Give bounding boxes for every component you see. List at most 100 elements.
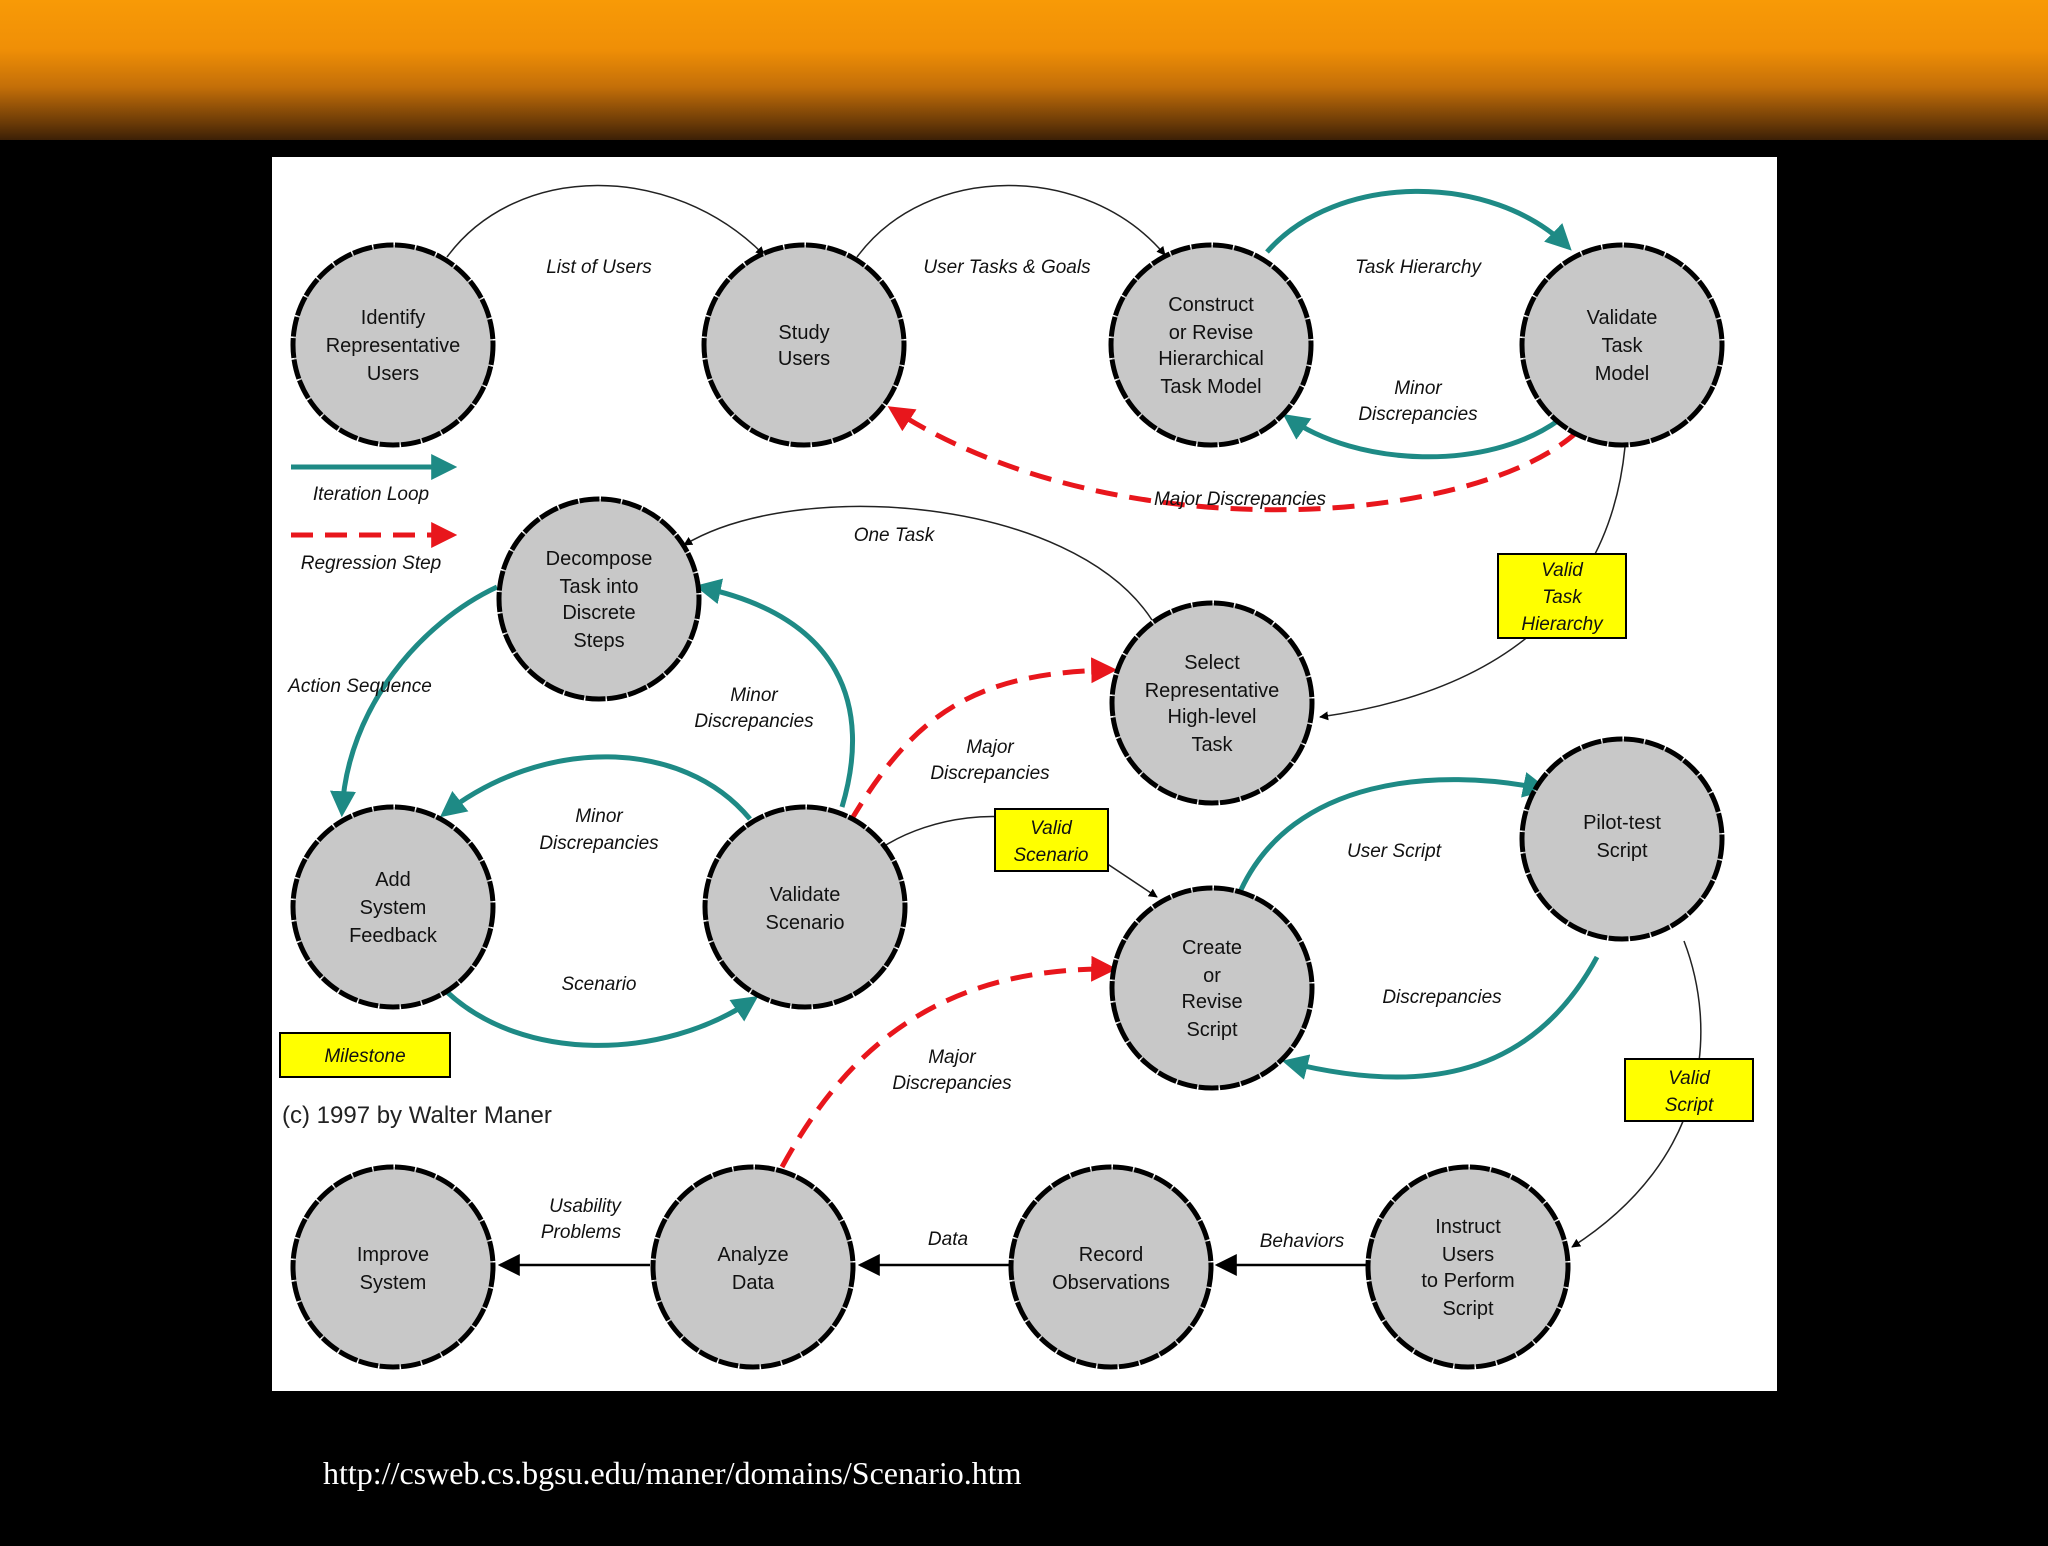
node-create-script: Create or Revise Script <box>1109 885 1315 1091</box>
node-label: to Perform <box>1421 1270 1514 1292</box>
edge-label-data: Data <box>928 1229 968 1250</box>
node-label: Record <box>1079 1244 1143 1266</box>
node-label: Observations <box>1052 1272 1170 1294</box>
loop-minor-discrepancies-decompose <box>694 578 855 808</box>
node-label: Users <box>367 363 419 385</box>
milestone-valid-task-hierarchy: Valid Task Hierarchy <box>1497 553 1627 639</box>
node-label: or Revise <box>1169 322 1253 344</box>
node-construct-model: Construct or Revise Hierarchical Task Mo… <box>1108 242 1314 448</box>
milestone-label: Scenario <box>1014 845 1089 866</box>
legend-regression-label: Regression Step <box>301 553 441 574</box>
node-label: Script <box>1186 1019 1238 1041</box>
node-label: Representative <box>1145 680 1280 702</box>
edge-label-minor-discrepancies: Minor <box>730 685 778 706</box>
edge-label-usability-problems: Usability <box>549 1196 622 1217</box>
milestone-label: Valid <box>1668 1068 1711 1089</box>
node-label: Users <box>1442 1244 1494 1266</box>
node-pilot-test: Pilot-test Script <box>1519 736 1725 942</box>
milestone-label: Valid <box>1541 560 1584 581</box>
node-label: Pilot-test <box>1583 812 1661 834</box>
node-identify-users: Identify Representative Users <box>290 242 496 448</box>
slide-header-bar <box>0 0 2048 140</box>
node-label: Task Model <box>1160 376 1261 398</box>
node-label: Discrete <box>562 602 635 624</box>
edge-user-tasks-goals <box>856 184 1166 258</box>
loop-minor-discrepancies-feedback <box>439 754 752 821</box>
edge-label-minor-discrepancies: Minor <box>575 806 623 827</box>
node-label: Scenario <box>766 912 845 934</box>
milestone-valid-scenario: Valid Scenario <box>994 808 1109 872</box>
loop-minor-discrepancies-model <box>1282 413 1561 460</box>
node-label: Model <box>1595 363 1649 385</box>
edge-label-minor-discrepancies: Discrepancies <box>694 711 814 732</box>
edge-label-user-script: User Script <box>1347 841 1442 862</box>
node-add-feedback: Add System Feedback <box>290 804 496 1010</box>
edge-label-minor-discrepancies: Minor <box>1394 378 1442 399</box>
milestone-legend: Milestone <box>279 1032 451 1078</box>
source-url: http://csweb.cs.bgsu.edu/maner/domains/S… <box>323 1455 1022 1491</box>
node-label: Task into <box>560 576 639 598</box>
node-label: Script <box>1596 840 1648 862</box>
node-validate-model: Validate Task Model <box>1519 242 1725 448</box>
node-improve-system: Improve System <box>290 1164 496 1370</box>
edge-label-behaviors: Behaviors <box>1260 1231 1345 1252</box>
node-label: Select <box>1184 652 1240 674</box>
node-label: Study <box>778 322 829 344</box>
node-label: High-level <box>1168 706 1257 728</box>
edge-label-discrepancies: Discrepancies <box>1382 987 1502 1008</box>
node-label: System <box>360 897 427 919</box>
scenario-diagram-panel: Identify Representative Users Study User… <box>272 157 1777 1391</box>
edge-label-major-discrepancies: Major <box>928 1047 976 1068</box>
edge-list-of-users <box>446 184 765 258</box>
loop-action-sequence <box>330 584 499 818</box>
edge-label-user-tasks-goals: User Tasks & Goals <box>923 257 1091 278</box>
legend-regression-step: Regression Step <box>291 522 458 574</box>
legend-iteration-label: Iteration Loop <box>313 484 429 505</box>
node-select-task: Select Representative High-level Task <box>1109 600 1315 806</box>
edge-label-minor-discrepancies: Discrepancies <box>539 833 659 854</box>
node-label: Analyze <box>717 1244 788 1266</box>
loop-scenario <box>445 990 759 1048</box>
node-label: Identify <box>361 307 425 329</box>
loop-user-script <box>1237 772 1550 894</box>
node-analyze-data: Analyze Data <box>650 1164 856 1370</box>
milestone-label: Task <box>1542 587 1583 608</box>
edge-label-scenario: Scenario <box>562 974 637 995</box>
milestone-legend-label: Milestone <box>324 1046 405 1067</box>
node-label: Validate <box>770 884 841 906</box>
node-decompose-task: Decompose Task into Discrete Steps <box>496 496 702 702</box>
node-instruct-users: Instruct Users to Perform Script <box>1365 1164 1571 1370</box>
node-label: Data <box>732 1272 775 1294</box>
node-label: Script <box>1442 1298 1494 1320</box>
regression-major-discrepancies-model <box>887 406 1579 513</box>
edge-label-one-task: One Task <box>854 525 936 546</box>
milestone-valid-script: Valid Script <box>1624 1058 1754 1122</box>
node-label: or <box>1203 965 1221 987</box>
edge-one-task <box>683 505 1153 621</box>
node-label: Representative <box>326 335 461 357</box>
loop-task-hierarchy <box>1265 188 1572 254</box>
node-label: Revise <box>1181 991 1242 1013</box>
node-label: Instruct <box>1435 1216 1501 1238</box>
copyright-text: (c) 1997 by Walter Maner <box>282 1102 552 1129</box>
regression-major-discrepancies-scenario <box>847 657 1118 824</box>
node-label: Validate <box>1587 307 1658 329</box>
node-label: Task <box>1601 335 1643 357</box>
node-label: Feedback <box>349 925 438 947</box>
node-label: Users <box>778 348 830 370</box>
edge-label-task-hierarchy: Task Hierarchy <box>1355 257 1483 278</box>
loop-discrepancies <box>1281 955 1600 1080</box>
node-label: Create <box>1182 937 1242 959</box>
node-label: System <box>360 1272 427 1294</box>
node-validate-scenario: Validate Scenario <box>702 804 908 1010</box>
node-study-users: Study Users <box>701 242 907 448</box>
milestone-label: Valid <box>1030 818 1073 839</box>
edge-label-usability-problems: Problems <box>541 1222 622 1243</box>
edge-label-major-discrepancies: Discrepancies <box>930 763 1050 784</box>
node-label: Construct <box>1168 294 1254 316</box>
edge-label-major-discrepancies: Discrepancies <box>892 1073 1012 1094</box>
legend-iteration-loop: Iteration Loop <box>291 454 458 505</box>
node-label: Steps <box>573 630 624 652</box>
node-label: Add <box>375 869 411 891</box>
edge-label-major-discrepancies: Major Discrepancies <box>1154 489 1327 510</box>
